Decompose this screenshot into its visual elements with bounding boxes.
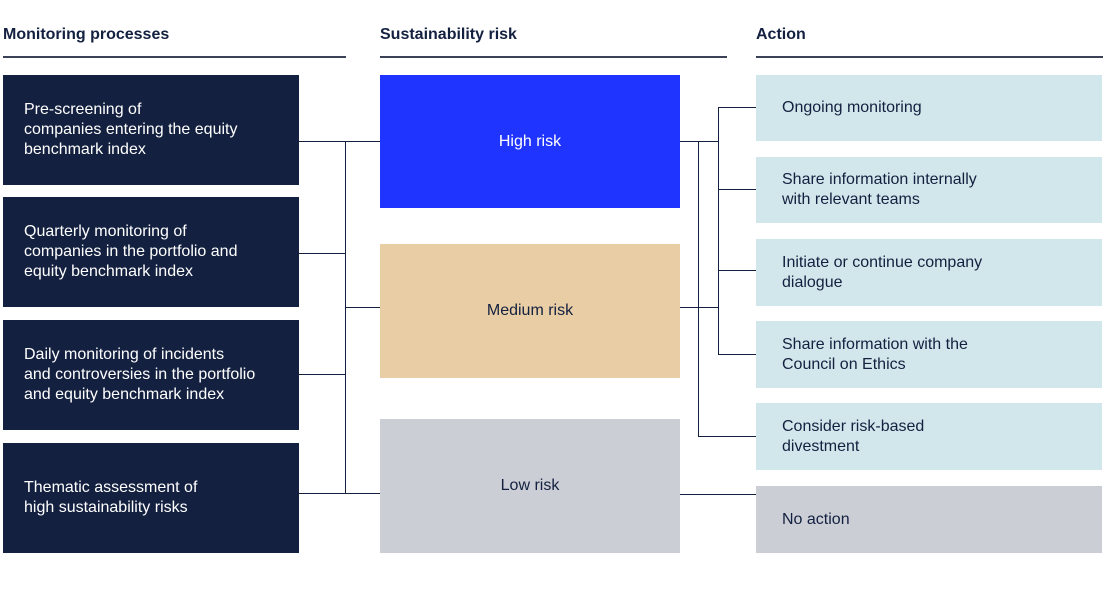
connector-line [680,141,718,142]
action-ongoing-monitoring: Ongoing monitoring [756,75,1102,141]
header-rule-risk [380,56,727,58]
action-label: Ongoing monitoring [782,99,922,116]
connector-line [680,494,756,495]
process-thematic-assessment: Thematic assessment of high sustainabili… [3,443,299,553]
connector-line [299,374,346,375]
process-label: Quarterly monitoring of companies in the… [24,223,238,280]
connector-line [718,270,756,271]
connector-line [345,493,380,494]
header-rule-action [756,56,1103,58]
connector-line [718,107,756,108]
connector-line [680,307,718,308]
header-sustainability-risk: Sustainability risk [380,26,517,43]
action-share-internally: Share information internally with releva… [756,157,1102,223]
header-rule-monitoring [3,56,346,58]
connector-line [718,189,756,190]
action-council-on-ethics: Share information with the Council on Et… [756,321,1102,388]
connector-line [345,141,380,142]
connector-line [698,141,699,437]
action-label: Share information internally with releva… [782,171,977,208]
process-label: Pre-screening of companies entering the … [24,101,238,158]
risk-low: Low risk [380,419,680,553]
action-no-action: No action [756,486,1102,553]
action-label: Initiate or continue company dialogue [782,253,983,291]
connector-line [345,307,380,308]
risk-label: Low risk [500,477,560,494]
process-daily-monitoring: Daily monitoring of incidents and contro… [3,320,299,430]
header-monitoring-processes: Monitoring processes [3,26,170,43]
connector-line [345,141,346,494]
action-company-dialogue: Initiate or continue company dialogue [756,239,1102,306]
risk-high: High risk [380,75,680,208]
action-label: No action [782,510,850,528]
process-quarterly-monitoring: Quarterly monitoring of companies in the… [3,197,299,307]
connector-line [698,436,756,437]
connector-line [718,107,719,355]
process-pre-screening: Pre-screening of companies entering the … [3,75,299,185]
risk-label: Medium risk [486,302,574,319]
action-risk-based-divestment: Consider risk-based divestment [756,403,1102,470]
risk-label: High risk [498,132,562,150]
connector-line [718,354,756,355]
action-label: Share information with the Council on Et… [782,335,968,373]
process-label: Daily monitoring of incidents and contro… [24,346,256,403]
process-label: Thematic assessment of high sustainabili… [24,479,198,516]
header-action: Action [756,26,806,43]
risk-medium: Medium risk [380,244,680,378]
connector-line [299,253,346,254]
connector-line [299,493,346,494]
connector-line [299,141,346,142]
action-label: Consider risk-based divestment [782,417,925,455]
